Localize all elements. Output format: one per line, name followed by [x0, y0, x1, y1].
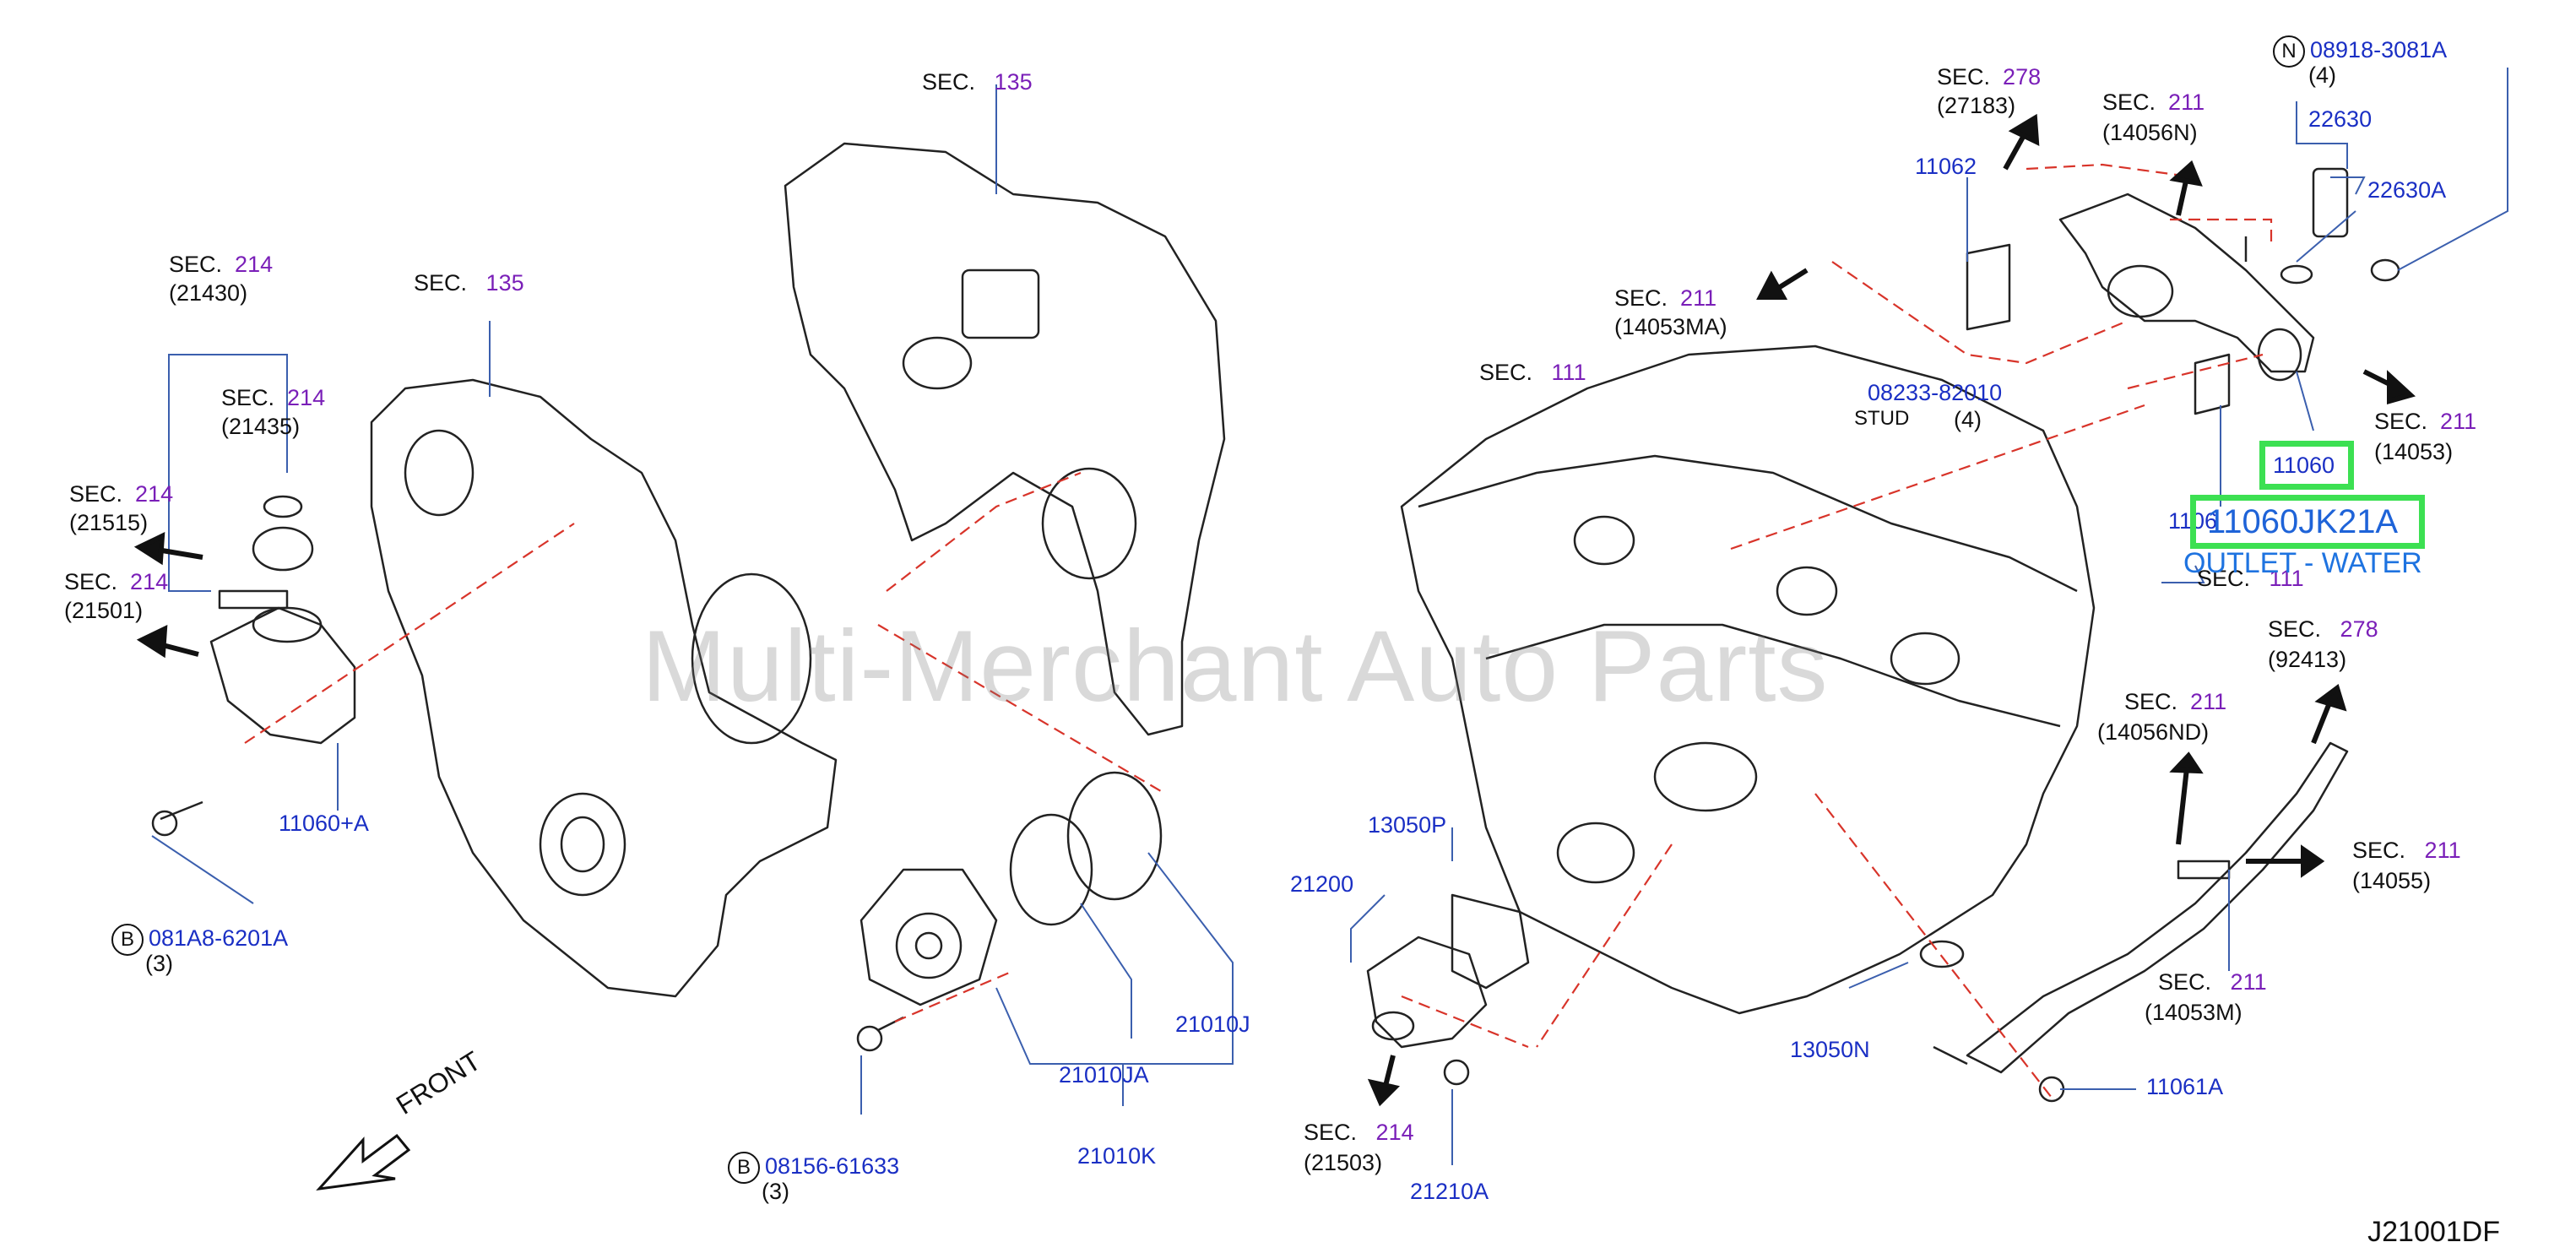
highlight-part-number: 11060JK21A — [2207, 503, 2399, 540]
sec-label[interactable]: SEC. 211 — [1614, 285, 1717, 311]
highlight-box-11060[interactable] — [2259, 441, 2354, 490]
part-ref: (21501) — [64, 598, 144, 623]
part-description: OUTLET - WATER — [2183, 547, 2422, 579]
part-ref: (14053M) — [2145, 1000, 2242, 1025]
sec-label[interactable]: SEC. 111 — [2197, 566, 2304, 591]
part-ref: (14056N) — [2102, 120, 2198, 145]
water-pump — [860, 868, 998, 1006]
engine-block — [1400, 344, 2096, 1015]
sec-label[interactable]: SEC. 211 — [2158, 969, 2267, 995]
sec-label[interactable]: SEC. 211 — [2374, 409, 2477, 434]
part-ref: (27183) — [1937, 93, 2016, 118]
part-number[interactable]: 13050N — [1790, 1037, 1870, 1062]
watermark: Multi-Merchant Auto Parts — [642, 610, 1829, 723]
bypass-pipe — [1966, 741, 2349, 1074]
water-outlet-pipe — [2058, 193, 2315, 373]
timing-cover-rear — [784, 142, 1226, 736]
part-ref: (21515) — [69, 510, 149, 535]
timing-cover-front — [370, 378, 838, 998]
part-number[interactable]: 11060+A — [279, 811, 369, 836]
sec-label[interactable]: SEC. 111 — [1479, 360, 1586, 385]
sec-label[interactable]: SEC. 135 — [414, 270, 524, 296]
sec-label[interactable]: SEC. 214 — [69, 481, 174, 507]
part-number[interactable]: 11061A — [2146, 1074, 2224, 1099]
part-number[interactable]: 21010JA — [1059, 1062, 1149, 1088]
part-number[interactable]: 21210A — [1410, 1179, 1489, 1204]
part-ref: (14053MA) — [1614, 314, 1727, 339]
part-ref: (21430) — [169, 280, 248, 306]
highlight-box-label: 11060 — [2273, 453, 2335, 478]
part-number[interactable]: 21010J — [1175, 1012, 1250, 1037]
thermostat-housing — [209, 606, 356, 745]
sec-label[interactable]: SEC. 214 — [221, 385, 326, 410]
part-number[interactable]: 21200 — [1290, 871, 1354, 897]
quantity: (4) — [2308, 62, 2336, 88]
part-number[interactable]: 11062 — [1915, 154, 1977, 179]
part-number[interactable]: 13050P — [1368, 812, 1447, 838]
part-ref: (21435) — [221, 414, 301, 439]
sec-label[interactable]: SEC. 135 — [922, 69, 1033, 95]
sec-label[interactable]: SEC. 211 — [2124, 689, 2227, 714]
diagram-code: J21001DF — [2367, 1216, 2500, 1248]
part-number[interactable]: 08233-82010 — [1868, 380, 2003, 405]
sec-label[interactable]: SEC. 214 — [1304, 1120, 1414, 1145]
part-ref: (14055) — [2352, 868, 2432, 893]
quantity: (3) — [762, 1179, 789, 1204]
temperature-sensor — [2312, 167, 2349, 238]
quantity: (4) — [1954, 407, 1982, 432]
highlight-part-number-box[interactable] — [2190, 495, 2425, 549]
part-ref: (14053) — [2374, 439, 2454, 464]
stud-label: STUD — [1854, 407, 1910, 430]
quantity: (3) — [145, 951, 173, 976]
sec-label[interactable]: SEC. 214 — [169, 252, 274, 277]
nut-symbol: N — [2273, 35, 2305, 68]
part-ref: (92413) — [2268, 647, 2347, 672]
part-number[interactable]: 22630 — [2308, 106, 2373, 132]
bolt-symbol: B — [111, 924, 144, 956]
sec-label[interactable]: SEC. 278 — [1937, 64, 2042, 90]
sec-label[interactable]: SEC. 278 — [2268, 616, 2378, 642]
bolt-symbol: B — [728, 1152, 760, 1184]
part-ref: (21503) — [1304, 1150, 1383, 1175]
front-arrow — [316, 1133, 411, 1191]
part-number[interactable]: 22630A — [2367, 177, 2447, 203]
part-number[interactable]: 21010K — [1077, 1143, 1157, 1169]
sec-label[interactable]: SEC. 214 — [64, 569, 169, 594]
sec-label[interactable]: SEC. 211 — [2102, 90, 2205, 115]
part-ref: (14056ND) — [2097, 719, 2210, 745]
sec-label[interactable]: SEC. 211 — [2352, 838, 2461, 863]
